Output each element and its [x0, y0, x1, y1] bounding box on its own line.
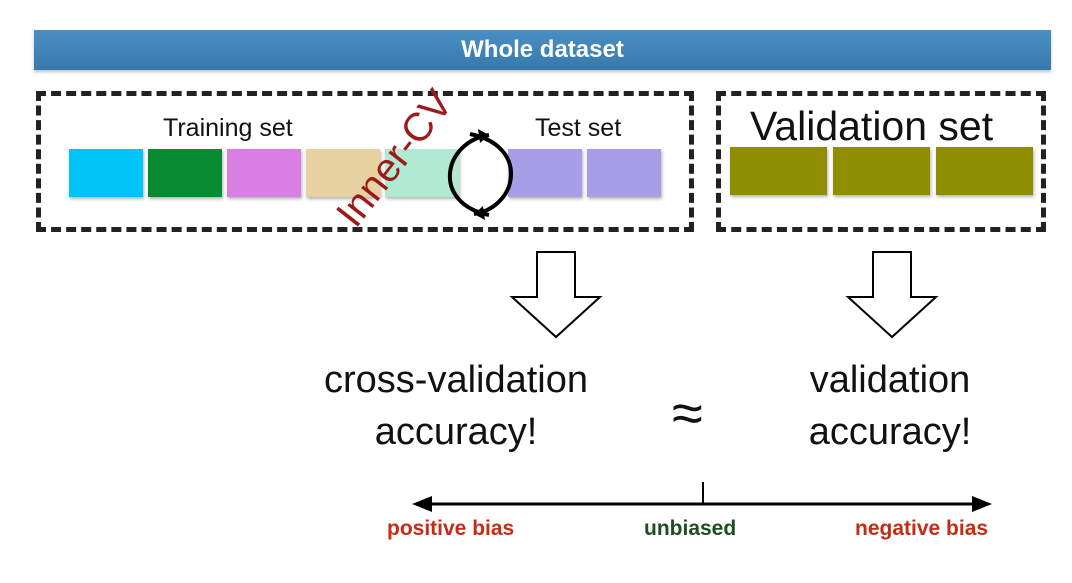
fold-block [306, 149, 380, 197]
down-arrow-right-icon [845, 251, 939, 339]
negative-bias-label: negative bias [855, 517, 989, 540]
bias-axis-left-arrowhead [412, 496, 432, 512]
training-set-label: Training set [163, 114, 293, 142]
validation-set-label: Validation set [750, 103, 994, 149]
inner-cv-region [36, 91, 694, 232]
unbiased-label: unbiased [644, 517, 737, 540]
fold-block [69, 149, 143, 197]
whole-dataset-banner: Whole dataset [34, 30, 1051, 70]
cross-validation-accuracy-text: cross-validation accuracy! [296, 354, 616, 458]
validation-accuracy-text: validation accuracy! [780, 354, 1000, 458]
cv-accuracy-line1: cross-validation [324, 359, 588, 401]
bias-axis-right-arrowhead [972, 496, 992, 512]
down-arrow-left-icon [509, 251, 603, 339]
validation-fold-block [833, 147, 930, 195]
val-accuracy-line2: accuracy! [808, 411, 972, 453]
fold-block [508, 149, 582, 197]
fold-block [385, 149, 459, 197]
validation-region [716, 91, 1046, 232]
bias-axis-line [430, 482, 975, 506]
val-accuracy-line1: validation [809, 359, 971, 401]
validation-fold-block [936, 147, 1033, 195]
fold-block [148, 149, 222, 197]
test-set-label: Test set [535, 114, 622, 142]
cv-accuracy-line2: accuracy! [374, 411, 538, 453]
positive-bias-label: positive bias [387, 517, 515, 540]
approx-symbol: ≈ [672, 381, 703, 444]
whole-dataset-label: Whole dataset [461, 36, 624, 63]
fold-block [227, 149, 301, 197]
validation-fold-block [730, 147, 827, 195]
cycle-arrows-icon [447, 129, 513, 220]
fold-block [587, 149, 661, 197]
